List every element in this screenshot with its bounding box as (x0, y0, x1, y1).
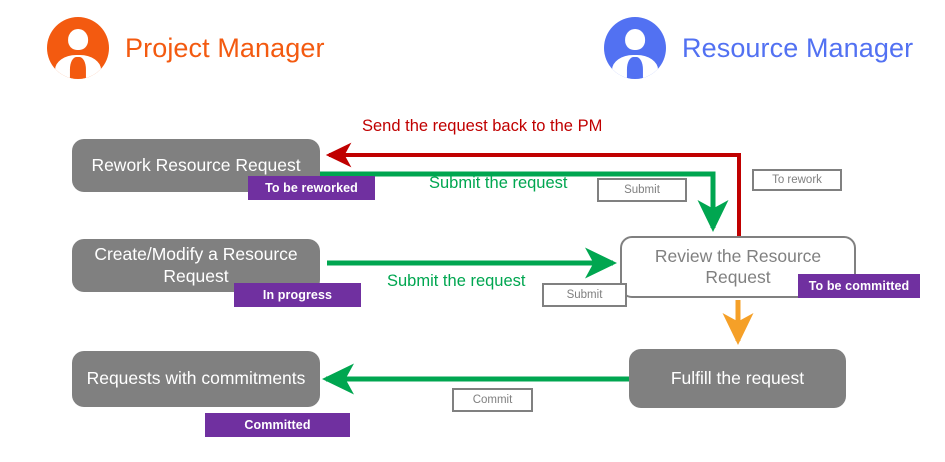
lane-header-project-manager: Project Manager (47, 17, 325, 79)
status-badge-to-be-reworked: To be reworked (248, 176, 375, 200)
action-button-submit-middle[interactable]: Submit (542, 283, 627, 307)
edge-label-send-back-to-pm: Send the request back to the PM (362, 117, 603, 135)
lane-title-project-manager: Project Manager (125, 32, 325, 63)
edge-label-submit-request-top: Submit the request (429, 174, 568, 192)
person-avatar-icon (604, 17, 666, 79)
action-button-commit[interactable]: Commit (452, 388, 533, 412)
node-fulfill-the-request[interactable]: Fulfill the request (629, 349, 846, 408)
person-avatar-icon (47, 17, 109, 79)
status-badge-in-progress: In progress (234, 283, 361, 307)
action-button-submit-top[interactable]: Submit (597, 178, 687, 202)
status-badge-committed: Committed (205, 413, 350, 437)
lane-header-resource-manager: Resource Manager (604, 17, 913, 79)
node-requests-with-commitments[interactable]: Requests with commitments (72, 351, 320, 407)
action-button-to-rework[interactable]: To rework (752, 169, 842, 191)
edge-label-submit-request-middle: Submit the request (387, 272, 526, 290)
status-badge-to-be-committed: To be committed (798, 274, 920, 298)
lane-title-resource-manager: Resource Manager (682, 32, 914, 63)
